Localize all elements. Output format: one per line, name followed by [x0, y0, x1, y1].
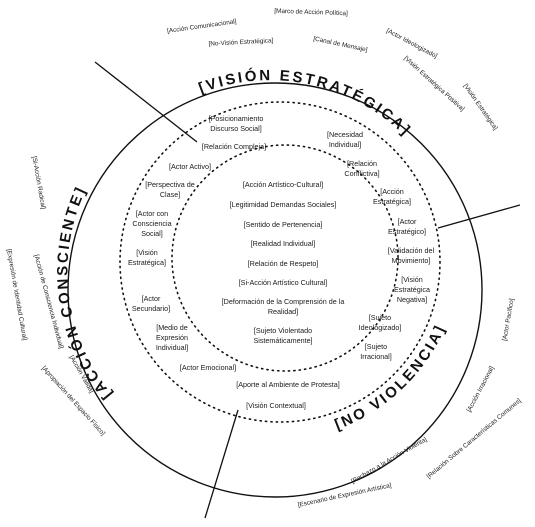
ring-label: [Relación: [347, 159, 377, 168]
ring-label: Discurso Social]: [210, 124, 262, 133]
outer-label: [No-Visión Estratégica]: [208, 37, 273, 47]
ring-label: [Perspectiva de: [145, 180, 195, 189]
ring-label: Individual]: [156, 343, 188, 352]
ring-label: [Validación del: [388, 246, 435, 255]
dotted-ring: [119, 101, 441, 423]
outer-label: [Acción Comunicacional]: [167, 18, 237, 35]
outer-label: [Canal de Mensaje]: [313, 35, 369, 53]
center-labels: [Acción Artístico-Cultural] [Legitimidad…: [222, 180, 345, 345]
ring-label: [Visión: [136, 248, 157, 257]
ring-label: Individual]: [329, 140, 361, 149]
divider-right: [437, 204, 521, 229]
outer-label: [Acción Irracional]: [466, 365, 496, 413]
ring-label: Expresión: [156, 333, 188, 342]
outer-left-labels: [Si-Acción Radical] [Expresión de Identi…: [5, 156, 106, 438]
ring-label: Irracional]: [360, 352, 392, 361]
center-label: [Legitimidad Demandas Sociales]: [230, 200, 337, 209]
center-label: [Acción Artístico-Cultural]: [243, 180, 323, 189]
ring-label: [Visión Contextual]: [246, 401, 306, 410]
ring-label: Estratégica: [394, 285, 430, 294]
ring-left-labels: [Perspectiva de Clase] [Actor con Consci…: [128, 180, 195, 352]
center-label: [Sentido de Pertenencia]: [244, 220, 323, 229]
ring-label: [Actor: [398, 217, 417, 226]
ring-label: [Necesidad: [327, 130, 363, 139]
ring-label: [Acción: [380, 187, 404, 196]
ring-label: Social]: [141, 229, 163, 238]
center-label: [Realidad Individual]: [251, 239, 316, 248]
ring-label: Estratégica]: [373, 197, 411, 206]
divider-bottom: [204, 409, 239, 519]
inner-dotted-circle: [171, 144, 399, 372]
ring-label: [Visión: [401, 275, 422, 284]
ring-top-labels: [Posicionamiento Discurso Social] [Relac…: [169, 114, 266, 171]
ring-label: [Aporte al Ambiente de Protesta]: [236, 380, 339, 389]
ring-label: Clase]: [160, 190, 180, 199]
outer-label: [Visión Estratégica]: [462, 83, 499, 132]
ring-label: [Actor con: [136, 209, 168, 218]
center-label: [Deformación de la Comprensión de la: [222, 297, 345, 306]
ring-label: Ideologizado]: [359, 323, 402, 332]
center-label: [Si-Acción Artístico Cultural]: [239, 278, 328, 287]
ring-label: Consciencia: [132, 219, 171, 228]
divider-top-left: [94, 61, 198, 143]
outer-label: [Rechazo a la Acción Violenta]: [350, 436, 428, 485]
center-label: Realidad]: [268, 307, 298, 316]
title-accion-consciente: [ACCIÓN CONSCIENTE]: [54, 183, 115, 403]
outer-right-labels: [Actor Pacífico] [Acción Irracional] [Re…: [297, 298, 522, 509]
ring-label: Conflictiva]: [344, 169, 379, 178]
center-label: Sistemáticamente]: [253, 336, 312, 345]
outer-label: [Marco de Acción Política]: [274, 8, 348, 18]
ring-right-labels: [Necesidad Individual] [Relación Conflic…: [327, 130, 434, 361]
ring-label: [Medio de: [156, 323, 188, 332]
ring-label: [Actor: [142, 294, 161, 303]
ring-bottom-labels: [Actor Emocional] [Aporte al Ambiente de…: [180, 363, 340, 410]
ring-label: Secundario]: [132, 304, 170, 313]
ring-label: [Actor Activo]: [169, 162, 211, 171]
ring-label: [Sujeto: [369, 313, 391, 322]
center-label: [Relación de Respeto]: [248, 259, 319, 268]
outer-label: [Si-Acción Radical]: [30, 156, 46, 210]
ring-label: [Actor Emocional]: [180, 363, 236, 372]
outer-label: [Relación Sobre Características Comunes]: [426, 397, 523, 480]
center-label: [Sujeto Violentado: [254, 326, 312, 335]
outer-label: [Actor Pacífico]: [501, 298, 515, 342]
outer-label: [Escenario de Expresión Artística]: [297, 482, 392, 509]
ring-label: Estratégico]: [388, 227, 426, 236]
outer-circle: [67, 82, 483, 498]
ring-label: Negativa]: [397, 295, 427, 304]
outer-label: [Actor Ideologizado]: [385, 27, 438, 60]
outer-label: [Visión Estratégica Positiva]: [402, 55, 465, 113]
ring-label: Movimiento]: [392, 256, 431, 265]
ring-label: [Sujeto: [365, 342, 387, 351]
ring-label: Estratégica]: [128, 258, 166, 267]
ring-label: [Relación Compleja]: [202, 142, 266, 151]
ring-label: [Posicionamiento: [209, 114, 264, 123]
outer-label: [Expresión de Identidad Cultural]: [5, 248, 28, 341]
